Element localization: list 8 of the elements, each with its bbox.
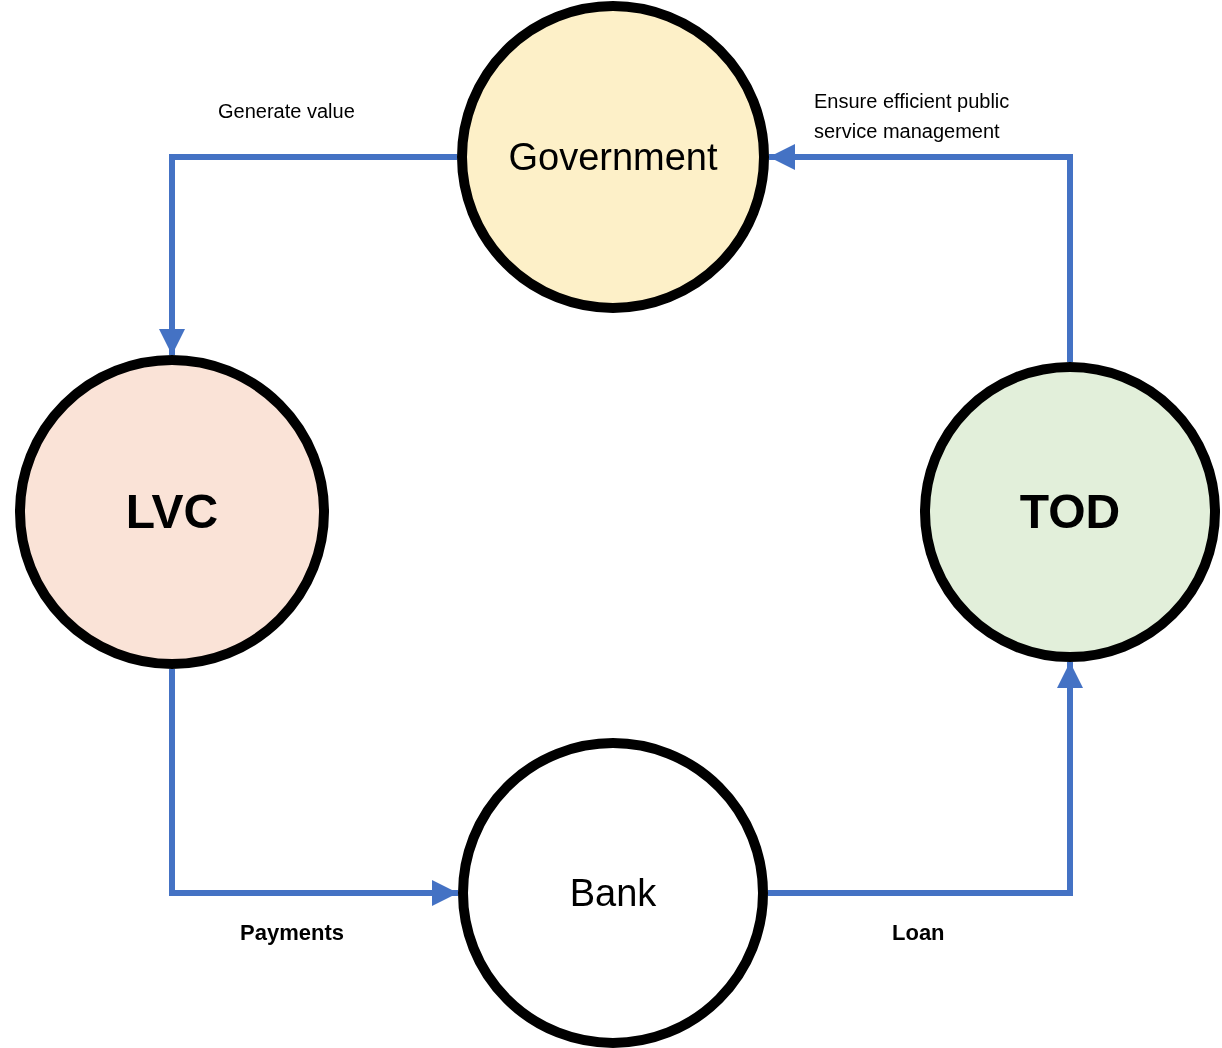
node-label: Government	[508, 134, 718, 180]
node-label: LVC	[125, 484, 219, 540]
arrow	[768, 662, 1083, 896]
node-label: TOD	[1019, 484, 1121, 540]
node-label: Bank	[569, 870, 657, 916]
arrow	[769, 144, 1073, 362]
arrow	[169, 669, 458, 906]
arrow	[159, 154, 457, 355]
